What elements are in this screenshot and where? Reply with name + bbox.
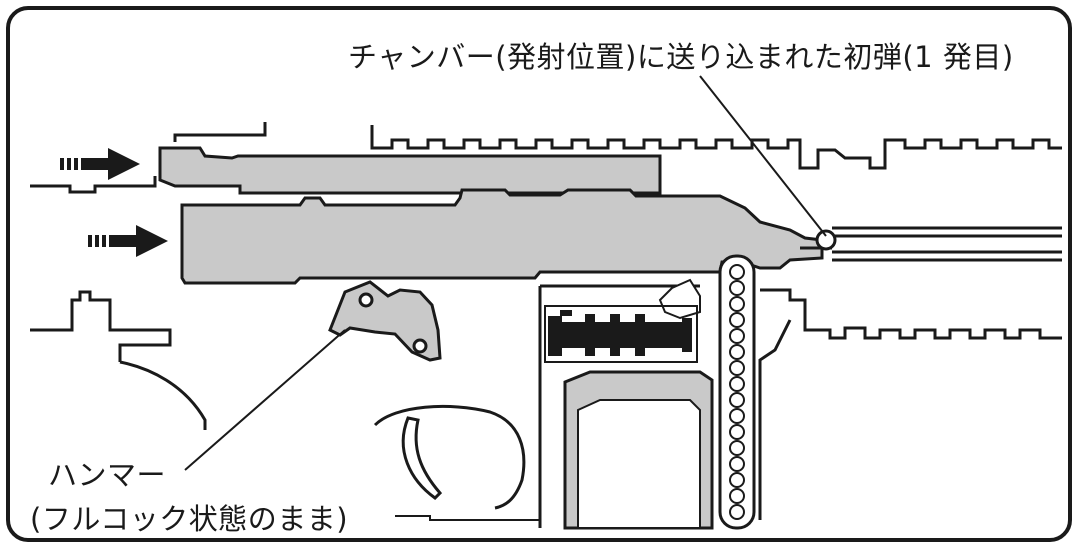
frame-right-drop — [758, 319, 792, 520]
motion-arrow-upper — [60, 148, 140, 180]
hammer — [328, 280, 442, 362]
rear-sight — [173, 122, 267, 142]
diagram-frame — [6, 6, 1072, 542]
magazine-inner — [577, 399, 701, 529]
leader-chamber — [699, 75, 827, 237]
hammer-pivot — [358, 292, 374, 308]
magazine-well — [538, 284, 700, 528]
full-cock-note-label: (フルコック状態のまま) — [30, 502, 349, 536]
frame-lower-right — [760, 288, 1062, 340]
chamber-round-label: チャンバー(発射位置)に送り込まれた初弾(1 発目) — [348, 40, 1014, 74]
hammer-label: ハンマー — [48, 458, 167, 492]
frame-lower-left — [30, 290, 172, 362]
leader-hammer — [184, 329, 346, 471]
grip-curve — [119, 360, 207, 430]
leader-fullcock — [395, 515, 540, 521]
magazine-spring — [544, 305, 698, 363]
bolt — [180, 188, 824, 285]
barrel — [832, 226, 1062, 262]
chambered-round — [815, 229, 837, 251]
ammo-bbs — [729, 264, 745, 520]
frame-upper-left — [30, 176, 157, 194]
hammer-pin — [412, 338, 428, 354]
slide — [158, 146, 662, 195]
receiver-top-rail — [370, 125, 1062, 170]
trigger-guard — [373, 404, 526, 510]
motion-arrow-lower — [88, 225, 168, 257]
magazine-lip — [658, 278, 701, 320]
trigger — [401, 416, 443, 500]
